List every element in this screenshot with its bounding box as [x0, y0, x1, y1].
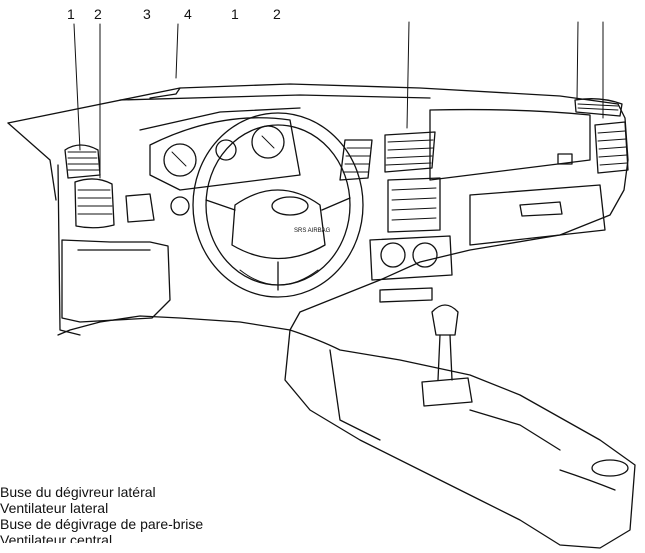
callout-number: 1	[231, 6, 239, 22]
legend-item: Ventilateur lateral	[0, 500, 109, 516]
gear-shift	[421, 304, 473, 407]
steering-wheel	[192, 112, 364, 298]
center-console	[339, 131, 453, 303]
legend-item: Buse de dégivrage de pare-brise	[0, 516, 204, 532]
airbag-label: SRS AIRBAG	[294, 228, 331, 234]
side-vent-right	[574, 98, 629, 174]
legend: Buse du dégivreur latéral Ventilateur la…	[0, 484, 203, 543]
callout-number: 3	[143, 6, 151, 22]
center-tunnel	[284, 329, 636, 549]
callout-number: 2	[273, 6, 281, 22]
legend-item: Ventilateur central	[0, 532, 113, 543]
callout-number: 4	[184, 6, 192, 22]
callout-number: 2	[94, 6, 102, 22]
legend-item: Buse du dégivreur latéral	[0, 484, 156, 500]
instrument-cluster	[149, 117, 301, 191]
callout-number: 1	[67, 6, 75, 22]
leader-lines	[73, 21, 604, 179]
dashboard-body	[7, 83, 629, 336]
passenger-dash	[429, 108, 606, 246]
side-vent-left	[64, 144, 190, 229]
